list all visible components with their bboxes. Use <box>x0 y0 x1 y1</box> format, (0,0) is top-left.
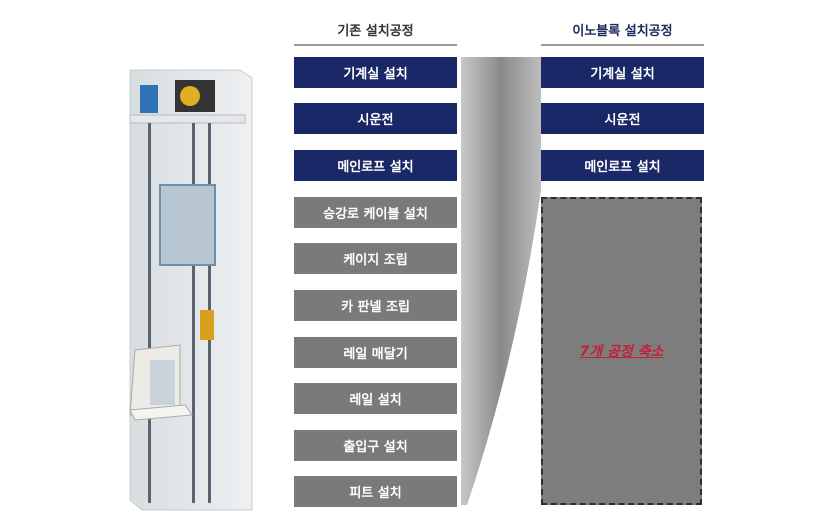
reduction-funnel <box>461 57 541 505</box>
legacy-step: 카 판넬 조립 <box>294 290 457 321</box>
legacy-process-header: 기존 설치공정 <box>337 24 414 39</box>
innoblock-header-divider <box>541 44 704 46</box>
reduced-steps-box: 7개 공정 축소 <box>541 197 702 505</box>
legacy-step: 승강로 케이블 설치 <box>294 197 457 228</box>
innoblock-step: 기계실 설치 <box>541 57 704 88</box>
legacy-step: 출입구 설치 <box>294 430 457 461</box>
innoblock-process-header: 이노블록 설치공정 <box>572 24 673 39</box>
legacy-step: 기계실 설치 <box>294 57 457 88</box>
legacy-step: 레일 매달기 <box>294 337 457 368</box>
legacy-step: 피트 설치 <box>294 476 457 507</box>
legacy-step: 시운전 <box>294 103 457 134</box>
legacy-step: 메인로프 설치 <box>294 150 457 181</box>
legacy-step: 케이지 조립 <box>294 243 457 274</box>
reduction-label: 7개 공정 축소 <box>579 344 664 360</box>
legacy-step: 레일 설치 <box>294 383 457 414</box>
elevator-shaft-illustration <box>129 69 253 511</box>
innoblock-step: 시운전 <box>541 103 704 134</box>
legacy-header-divider <box>294 44 457 46</box>
innoblock-step: 메인로프 설치 <box>541 150 704 181</box>
